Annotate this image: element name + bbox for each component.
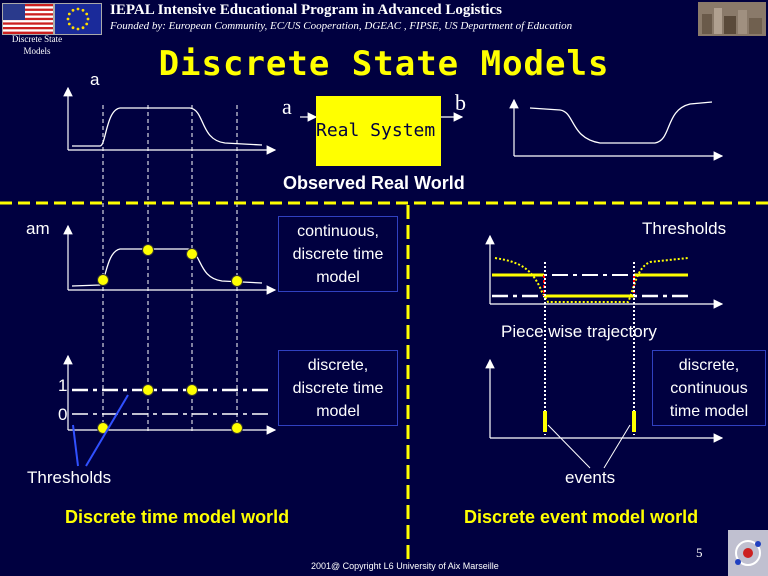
thresholds-right-label: Thresholds [642,219,727,238]
output-signal-graph [509,98,724,161]
discrete-point [231,422,243,434]
discrete-event-graph [485,358,724,443]
discrete-discrete-time-box: discrete, discrete time model [278,350,398,426]
level-zero-label: 0 [58,405,68,424]
input-a-label: a [282,94,292,119]
sample-points [97,244,243,287]
discrete-event-world-label: Discrete event model world [464,507,699,527]
real-system-box: Real System [316,96,441,166]
copyright-text: 2001@ Copyright L6 University of Aix Mar… [311,561,499,571]
events-pointer-left [547,424,591,469]
sample-point [142,244,154,256]
thresholds-left-label: Thresholds [27,468,112,487]
sampling-lines [102,105,238,432]
events-label: events [565,468,616,487]
thresholds-pointer-zero [72,424,79,467]
university-logo-icon [728,530,768,576]
sample-point [97,274,109,286]
side-label: Discrete State Models [11,34,63,56]
input-signal-graph [63,86,277,155]
discrete-time-world-label: Discrete time model world [65,507,290,527]
observed-real-world-label: Observed Real World [283,173,465,193]
discrete-point [186,384,198,396]
discrete-time-graph [63,354,277,435]
continuous-trajectory [494,257,689,303]
slide-title: Discrete State Models [158,44,610,84]
sample-point [186,248,198,260]
thresholds-pointer-one [85,394,129,467]
city-photo-icon [698,2,766,36]
sample-point [231,275,243,287]
signal-a-label: a [90,70,100,89]
real-system-label: Real System [316,120,436,141]
discrete-point [142,384,154,396]
us-flag-icon [2,3,54,35]
piecewise-trajectory-label: Piece wise trajectory [501,322,657,341]
event-lines [544,262,635,435]
piecewise-graph [485,234,724,309]
header-title: IEPAL Intensive Educational Program in A… [110,2,502,18]
discrete-continuous-time-box: discrete, continuous time model [652,350,766,426]
header-subtitle: Founded by: European Community, EC/US Co… [110,20,573,32]
level-one-label: 1 [58,376,68,395]
discrete-continuous-time-text: discrete, continuous time model [669,357,749,420]
eu-flag-icon [54,3,102,35]
page-number: 5 [696,545,703,560]
events-pointer-right [603,424,631,469]
continuous-discrete-time-text: continuous, discrete time model [292,223,384,286]
am-label: am [26,219,50,238]
continuous-discrete-time-box: continuous, discrete time model [278,216,398,292]
output-b-label: b [455,90,466,115]
discrete-discrete-time-text: discrete, discrete time model [292,357,384,420]
